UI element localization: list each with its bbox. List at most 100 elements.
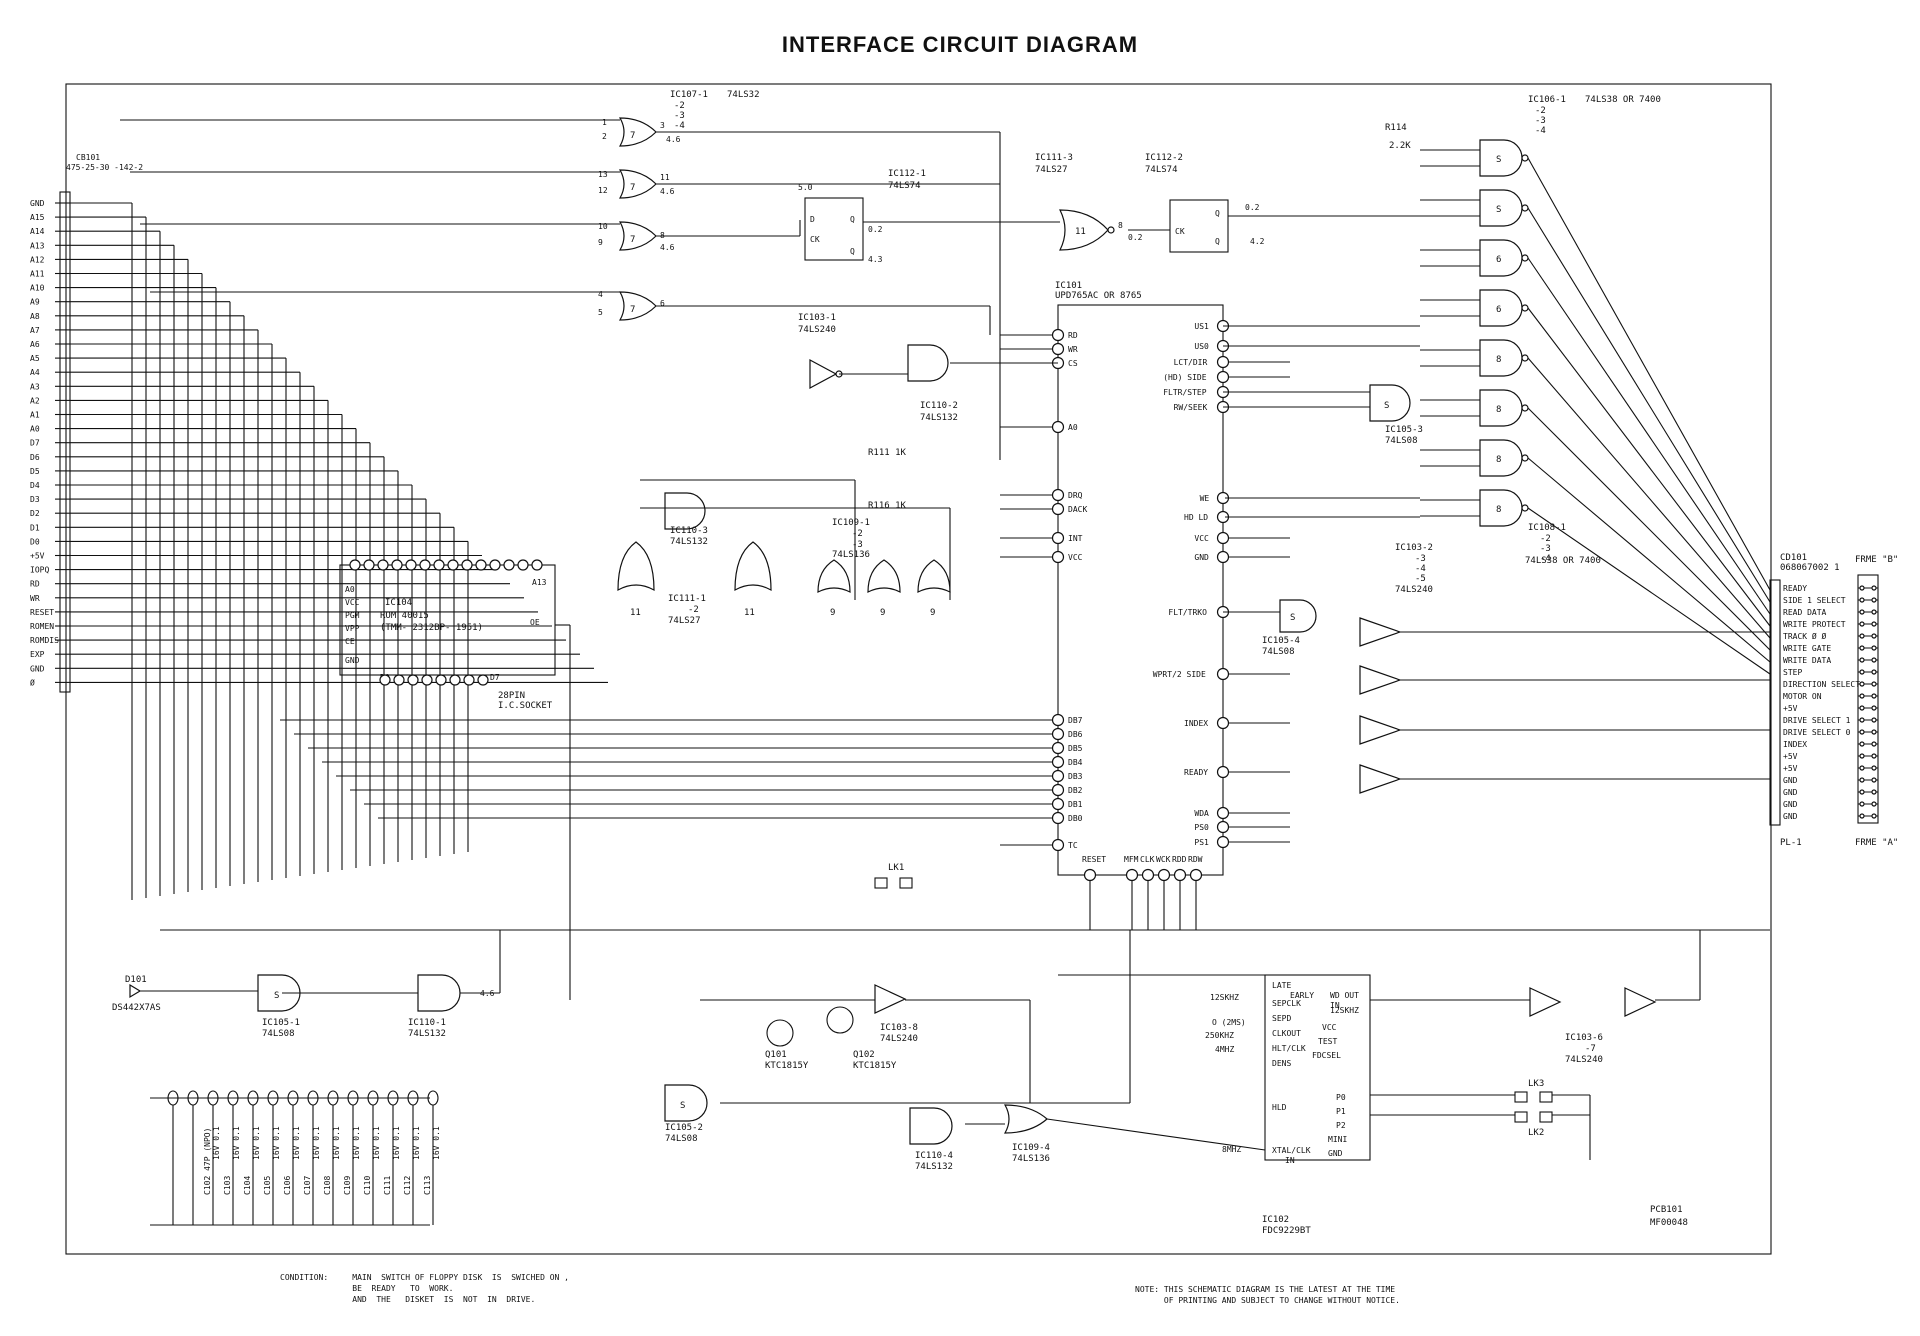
svg-text:0.2: 0.2 <box>1128 233 1143 242</box>
capacitor-label: C109 <box>343 1176 352 1195</box>
revision-note: NOTE: THIS SCHEMATIC DIAGRAM IS THE LATE… <box>1135 1285 1400 1305</box>
svg-text:P1: P1 <box>1336 1107 1346 1116</box>
svg-text:(TMM- 2312BP- 1951): (TMM- 2312BP- 1951) <box>380 623 483 633</box>
or-gate-ic107-2 <box>618 169 657 199</box>
capacitor-value: 16V 0.1 <box>272 1126 281 1160</box>
cb101-pin-label: A7 <box>30 326 40 335</box>
svg-text:S: S <box>1496 205 1501 215</box>
svg-text:IC105-4: IC105-4 <box>1262 636 1300 646</box>
nand-gate <box>1479 289 1523 327</box>
cb101-pin-label: ROMDIS <box>30 636 59 645</box>
ic101-bottom-pin: RDD <box>1172 855 1187 864</box>
svg-text:4.6: 4.6 <box>660 187 675 196</box>
svg-text:IC106-1: IC106-1 <box>1528 95 1566 105</box>
svg-text:74LS132: 74LS132 <box>920 413 958 423</box>
svg-text:74LS240: 74LS240 <box>1395 585 1433 595</box>
svg-text:12SKHZ: 12SKHZ <box>1330 1006 1359 1015</box>
svg-text:9: 9 <box>830 608 835 618</box>
cb101-pin-label: RD <box>30 580 40 589</box>
svg-text:74LS132: 74LS132 <box>670 537 708 547</box>
svg-text:74LS08: 74LS08 <box>262 1029 295 1039</box>
svg-text:-4: -4 <box>1415 564 1426 574</box>
svg-text:-3: -3 <box>852 540 863 550</box>
ic101-right-pin: RW/SEEK <box>1174 403 1208 412</box>
xor-gate-ic109-2 <box>867 559 901 593</box>
cb101-pin-label: GND <box>30 199 45 208</box>
capacitor-value: 16V 0.1 <box>352 1126 361 1160</box>
ic101-right-pin: GND <box>1194 553 1209 562</box>
svg-text:-3: -3 <box>674 111 685 121</box>
svg-text:S: S <box>680 1101 685 1111</box>
svg-text:D101: D101 <box>125 975 147 985</box>
ic101-right-pin: LCT/DIR <box>1174 358 1208 367</box>
svg-text:250KHZ: 250KHZ <box>1205 1031 1234 1040</box>
capacitor-label: C110 <box>363 1176 372 1195</box>
svg-text:PL-1: PL-1 <box>1780 838 1802 848</box>
svg-text:74LS08: 74LS08 <box>665 1134 698 1144</box>
svg-text:9: 9 <box>598 238 603 247</box>
capacitor-value: 16V 0.1 <box>332 1126 341 1160</box>
capacitor-label: C111 <box>383 1176 392 1195</box>
ic101-left-pin: DB3 <box>1068 772 1083 781</box>
nand-gate <box>1479 489 1523 527</box>
svg-text:12: 12 <box>598 186 608 195</box>
ic101-left-pin: WR <box>1068 345 1078 354</box>
svg-text:-2: -2 <box>674 101 685 111</box>
cb101-pin-label: A9 <box>30 298 40 307</box>
nor-gate-ic111-2 <box>734 541 772 592</box>
ic103-6-buffers: IC103-6-7 74LS240 <box>1529 987 1657 1065</box>
svg-text:CE: CE <box>345 637 355 646</box>
cb101-pin-label: D4 <box>30 481 40 490</box>
nand-gate <box>1479 389 1523 427</box>
cb101-pin-label: WR <box>30 594 40 603</box>
svg-text:VCC: VCC <box>1322 1023 1337 1032</box>
svg-text:10: 10 <box>598 222 608 231</box>
right-connector-cd101: CD101 068067002 1 FRME "B" FRME "A" PL-1… <box>1769 553 1898 848</box>
nand-schmitt-ic110-2 <box>907 344 949 382</box>
nand-gate <box>1479 139 1523 177</box>
svg-text:5: 5 <box>598 308 603 317</box>
svg-text:Q101: Q101 <box>765 1050 787 1060</box>
ic101-bottom-pin: WCK <box>1156 855 1171 864</box>
ic104-pins <box>349 559 543 686</box>
cb101-pin-label: EXP <box>30 650 45 659</box>
svg-text:8: 8 <box>1118 221 1123 230</box>
capacitor-value: 16V 0.1 <box>312 1126 321 1160</box>
cb101-part: 475-25-30 -142-2 <box>66 163 143 172</box>
cd101-pin-label: MOTOR ON <box>1783 692 1822 701</box>
nand-schmitt-ic110-1 <box>417 974 461 1012</box>
svg-text:-3: -3 <box>1540 544 1551 554</box>
svg-text:1: 1 <box>602 118 607 127</box>
svg-text:-2: -2 <box>1540 534 1551 544</box>
svg-text:D: D <box>810 215 815 224</box>
ic101-type: UPD765AC OR 8765 <box>1055 291 1142 301</box>
svg-text:A0: A0 <box>345 585 355 594</box>
svg-text:IC111-3: IC111-3 <box>1035 153 1073 163</box>
ic101-right-pin: INDEX <box>1184 719 1208 728</box>
svg-text:DENS: DENS <box>1272 1059 1291 1068</box>
ic101-left-pin: DB1 <box>1068 800 1083 809</box>
svg-text:74LS132: 74LS132 <box>915 1162 953 1172</box>
transistor-q101 <box>766 1019 794 1047</box>
svg-text:S: S <box>1496 155 1501 165</box>
diode-d101 <box>129 983 142 999</box>
cb101-pin-label: D0 <box>30 537 40 546</box>
cd101-pin-label: TRACK Ø Ø <box>1783 631 1827 641</box>
ic101-ref: IC101 <box>1055 281 1082 291</box>
ic101-left-pin: A0 <box>1068 423 1078 432</box>
or-gate-ic107-4 <box>618 291 657 321</box>
svg-text:GND: GND <box>1328 1149 1343 1158</box>
ic112-1-flipflop: IC112-1 74LS74 DCK QQ 0.24.3 5.0 <box>798 169 926 264</box>
svg-text:-4: -4 <box>1540 554 1551 564</box>
ic112-2-body <box>1169 199 1229 253</box>
svg-text:-3: -3 <box>1535 116 1546 126</box>
ic101-fdc: IC101 UPD765AC OR 8765 RDWRCSA0DRQDACKIN… <box>1000 281 1290 930</box>
svg-text:IC105-3: IC105-3 <box>1385 425 1423 435</box>
svg-text:6: 6 <box>1496 305 1501 315</box>
svg-text:IC105-2: IC105-2 <box>665 1123 703 1133</box>
svg-text:WD OUT: WD OUT <box>1330 991 1359 1000</box>
svg-text:IN: IN <box>1330 1001 1340 1010</box>
svg-text:IC103-6: IC103-6 <box>1565 1033 1603 1043</box>
